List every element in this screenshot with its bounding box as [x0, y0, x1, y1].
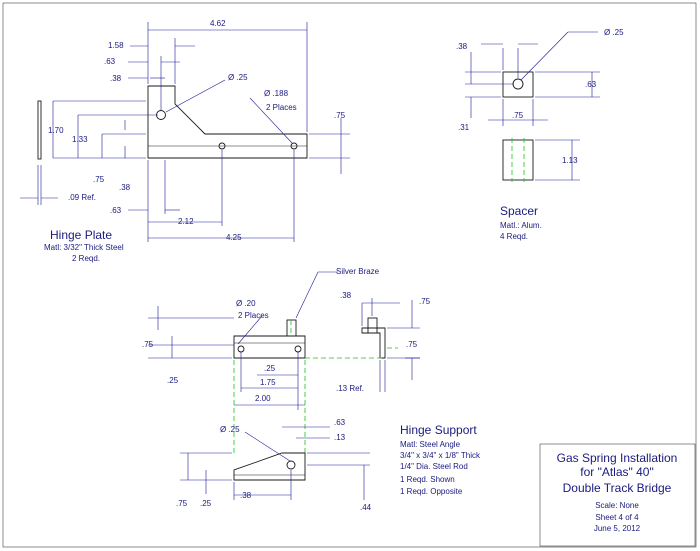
dim-075-left: .75 [93, 175, 105, 184]
spacer-view: Ø .25 .38 .63 .31 .75 1.13 Spacer Matl.:… [456, 28, 624, 241]
support-dim-013: .13 [334, 433, 346, 442]
support-dim-025-bottom: .25 [200, 499, 212, 508]
hinge-plate-hole-small-2 [290, 142, 298, 150]
label-2-places-support: 2 Places [238, 311, 269, 320]
title-scale: Scale: None [595, 501, 639, 510]
hinge-support-note-1: Matl: Steel Angle [400, 440, 461, 449]
hinge-support-hole-bottom [286, 460, 296, 470]
leader-silver-braze [295, 271, 319, 319]
hinge-support-side-view [361, 327, 386, 359]
title-date: June 5, 2012 [594, 524, 641, 533]
spacer-side-view [502, 139, 534, 181]
support-dim-075-left: .75 [142, 340, 154, 349]
dim-133: 1.33 [72, 135, 88, 144]
support-dim-025-left: .25 [167, 376, 179, 385]
dim-09-ref: .09 Ref. [68, 193, 96, 202]
spacer-quantity: 4 Reqd. [500, 232, 528, 241]
title-block: Gas Spring Installation for "Atlas" 40" … [539, 443, 696, 547]
dim-038a: .38 [110, 74, 122, 83]
leader-hole-25 [165, 79, 226, 113]
dim-063b: .63 [110, 206, 122, 215]
spacer-hole-label: Ø .25 [604, 28, 624, 37]
spacer-dim-063: .63 [585, 80, 597, 89]
hinge-plate-outline [147, 85, 308, 159]
hinge-support-hole-1 [237, 345, 245, 353]
dim-075-right: .75 [334, 111, 346, 120]
hinge-plate-edge-view [37, 100, 42, 160]
support-dim-044: .44 [360, 503, 372, 512]
hinge-plate-quantity: 2 Reqd. [72, 254, 100, 263]
spacer-material: Matl.: Alum. [500, 221, 542, 230]
hinge-support-title: Hinge Support [400, 423, 477, 437]
label-silver-braze: Silver Braze [336, 267, 380, 276]
hinge-support-bottom-view [233, 452, 306, 481]
hinge-support-note-5: 1 Reqd. Opposite [400, 487, 463, 496]
hinge-support-view: Silver Braze Ø .20 2 Places .38 .75 .75 … [142, 267, 481, 512]
label-hole-25-support: Ø .25 [220, 425, 240, 434]
support-dim-175: 1.75 [260, 378, 276, 387]
dim-038b: .38 [119, 183, 131, 192]
spacer-title: Spacer [500, 204, 538, 218]
dim-158: 1.58 [108, 41, 124, 50]
support-dim-13-ref: .13 Ref. [336, 384, 364, 393]
title-block-border [539, 443, 696, 547]
support-dim-025: .25 [264, 364, 276, 373]
hinge-support-note-3: 1/4" Dia. Steel Rod [400, 462, 468, 471]
hinge-support-note-4: 1 Reqd. Shown [400, 475, 455, 484]
support-dim-038: .38 [340, 291, 352, 300]
hinge-support-rod-side [367, 317, 378, 334]
support-dim-075-top: .75 [419, 297, 431, 306]
title-line-1: Gas Spring Installation [557, 451, 678, 465]
support-dim-075-right: .75 [406, 340, 418, 349]
title-line-3: Double Track Bridge [563, 481, 672, 495]
leader-hole-188 [249, 97, 293, 144]
spacer-dim-113: 1.13 [562, 156, 578, 165]
hinge-support-front-view [233, 335, 306, 359]
spacer-dim-075: .75 [512, 111, 524, 120]
hinge-plate-view: 4.62 1.58 .63 .38 Ø .25 Ø .188 2 Places … [20, 19, 350, 263]
dim-212: 2.12 [178, 217, 194, 226]
hinge-support-hole-2 [294, 345, 302, 353]
label-hole-20: Ø .20 [236, 299, 256, 308]
dim-425: 4.25 [226, 233, 242, 242]
hinge-plate-hole-small-1 [218, 142, 226, 150]
support-dim-063: .63 [334, 418, 346, 427]
label-hole-25: Ø .25 [228, 73, 248, 82]
title-line-2: for "Atlas" 40" [580, 465, 653, 479]
spacer-dim-031: .31 [458, 123, 470, 132]
dim-063a: .63 [104, 57, 116, 66]
label-hole-188: Ø .188 [264, 89, 289, 98]
hinge-support-rod-front [286, 319, 297, 337]
support-dim-200: 2.00 [255, 394, 271, 403]
support-dim-038-bottom: .38 [240, 491, 252, 500]
hinge-plate-material: Matl: 3/32" Thick Steel [44, 243, 124, 252]
spacer-hole [512, 78, 524, 90]
label-2-places: 2 Places [266, 103, 297, 112]
title-sheet: Sheet 4 of 4 [595, 513, 639, 522]
support-dim-075-bottom: .75 [176, 499, 188, 508]
dim-462: 4.62 [210, 19, 226, 28]
dim-170: 1.70 [48, 126, 64, 135]
hinge-support-note-2: 3/4" x 3/4" x 1/8" Thick [400, 451, 481, 460]
hinge-plate-title: Hinge Plate [50, 228, 112, 242]
spacer-dim-038: .38 [456, 42, 468, 51]
